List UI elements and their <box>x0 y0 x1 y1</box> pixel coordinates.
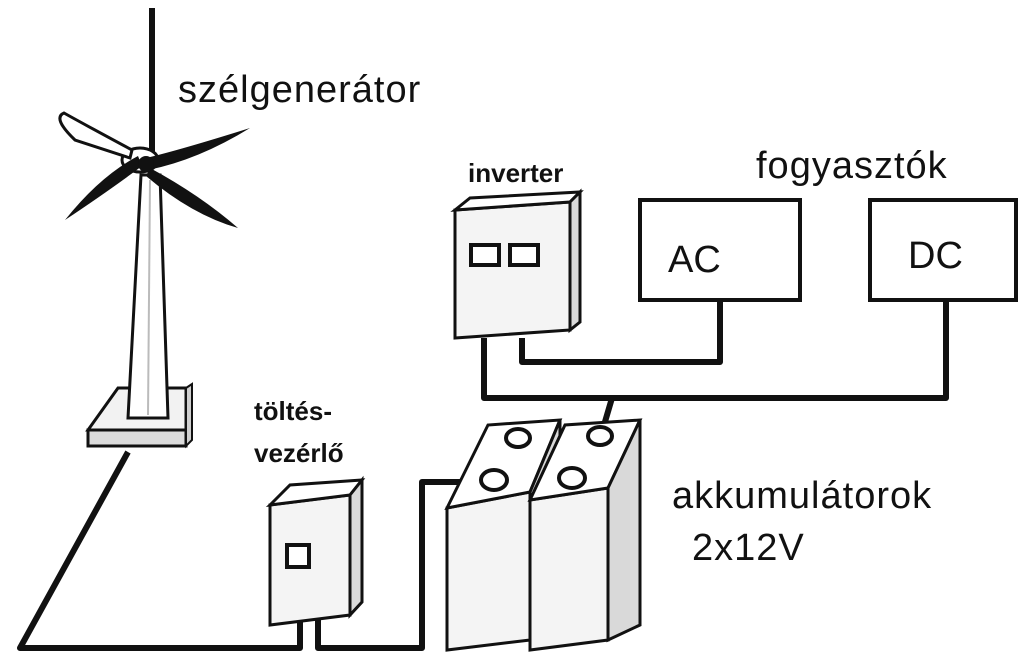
turbine-blades <box>65 128 250 228</box>
battery-1-terminal-bottom <box>479 468 509 492</box>
inverter: inverter <box>450 158 584 340</box>
wire-battery-to-bus <box>481 338 615 433</box>
dc-label: DC <box>908 235 963 277</box>
dc-consumer: DC <box>868 198 1018 302</box>
wire-controller-to-battery <box>315 479 492 651</box>
consumers: fogyasztók AC DC <box>638 145 1018 302</box>
wind-generator-label: szélgenerátor <box>178 69 421 111</box>
inverter-label: inverter <box>468 158 563 188</box>
consumers-label: fogyasztók <box>756 145 948 187</box>
inverter-display-2 <box>508 243 540 267</box>
battery-2-terminal-top <box>586 425 614 447</box>
charge-controller: töltés- vezérlő <box>254 396 366 627</box>
battery-2 <box>527 418 643 652</box>
wire-bus-to-dc <box>612 300 949 401</box>
wire-turbine-to-controller <box>17 450 303 651</box>
ac-consumer: AC <box>638 198 802 302</box>
batteries-label-line2: 2x12V <box>692 527 805 569</box>
battery-1-terminal-top <box>504 427 532 449</box>
batteries-label-line1: akkumulátorok <box>672 475 932 517</box>
wiring <box>17 300 949 651</box>
turbine-tail-vane <box>58 111 134 160</box>
charge-controller-display <box>285 543 311 569</box>
charge-controller-label-line1: töltés- <box>254 396 332 426</box>
ac-label: AC <box>668 239 721 281</box>
wire-inverter-to-ac <box>519 300 723 365</box>
batteries: akkumulátorok 2x12V <box>444 418 932 652</box>
inverter-display-1 <box>469 243 501 267</box>
charge-controller-label-line2: vezérlő <box>254 438 344 468</box>
wind-turbine: szélgenerátor <box>58 8 421 449</box>
battery-2-terminal-bottom <box>557 466 587 490</box>
